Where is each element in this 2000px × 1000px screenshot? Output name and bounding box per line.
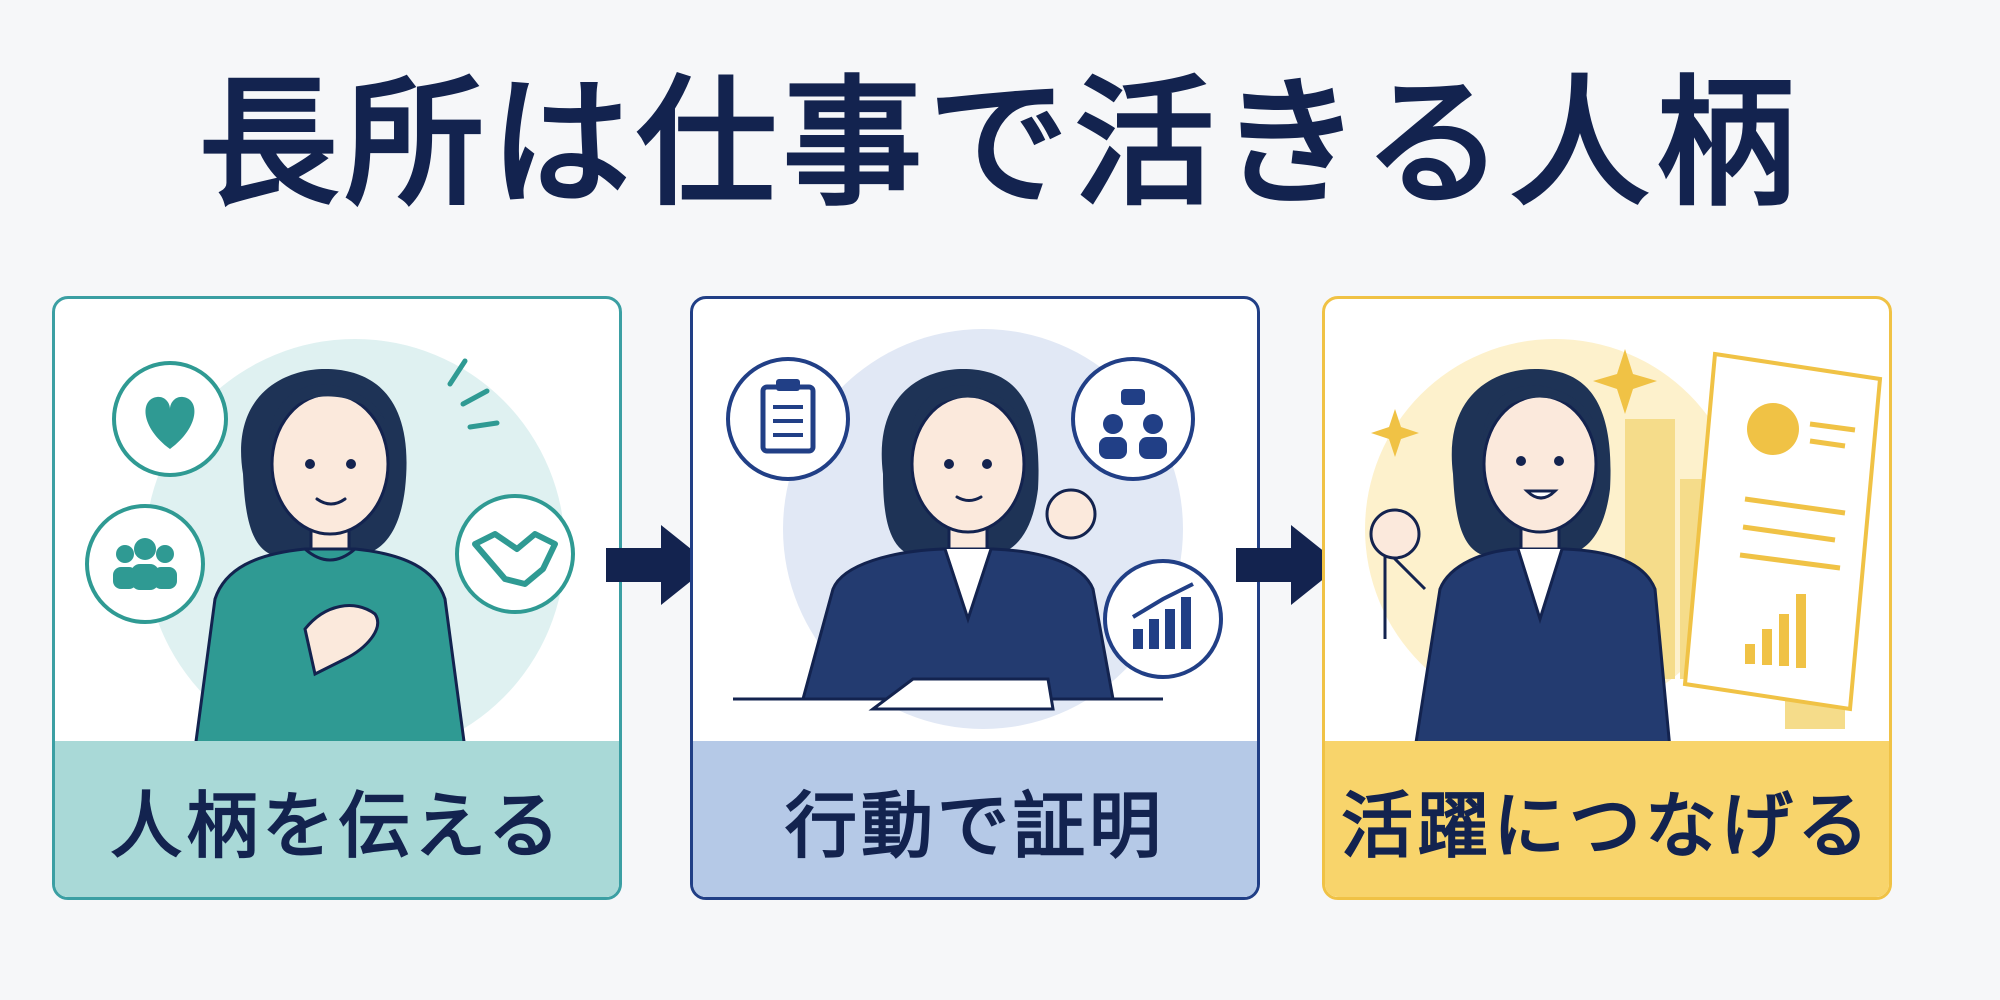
growth-chart-icon (1103, 559, 1223, 679)
step-panel-3: 活躍につなげる (1322, 296, 1892, 900)
sparkle-lines-icon (447, 358, 500, 430)
handshake-icon (455, 494, 575, 614)
step-panel-1: 人柄を伝える (52, 296, 622, 900)
person-writing-notes-illustration (726, 329, 1223, 729)
person-figure (1369, 369, 1672, 749)
step-label: 行動で証明 (693, 741, 1257, 897)
step-label: 活躍につなげる (1325, 741, 1889, 897)
step-label: 人柄を伝える (55, 741, 619, 897)
document-report-icon (1682, 351, 1883, 712)
person-figure (193, 369, 467, 749)
right-arrow-icon (1236, 525, 1341, 605)
step-panel-2: 行動で証明 (690, 296, 1260, 900)
right-arrow-icon (606, 525, 711, 605)
person-figure (733, 369, 1163, 711)
heart-icon (112, 361, 228, 477)
discussion-people-icon (1071, 357, 1195, 481)
person-success-illustration (1365, 339, 1883, 749)
person-hand-on-chest-illustration (85, 339, 575, 749)
group-people-icon (85, 504, 205, 624)
page-title: 長所は仕事で活きる人柄 (198, 63, 1802, 226)
clipboard-checklist-icon (726, 357, 850, 481)
sparkle-icon (1371, 349, 1657, 457)
